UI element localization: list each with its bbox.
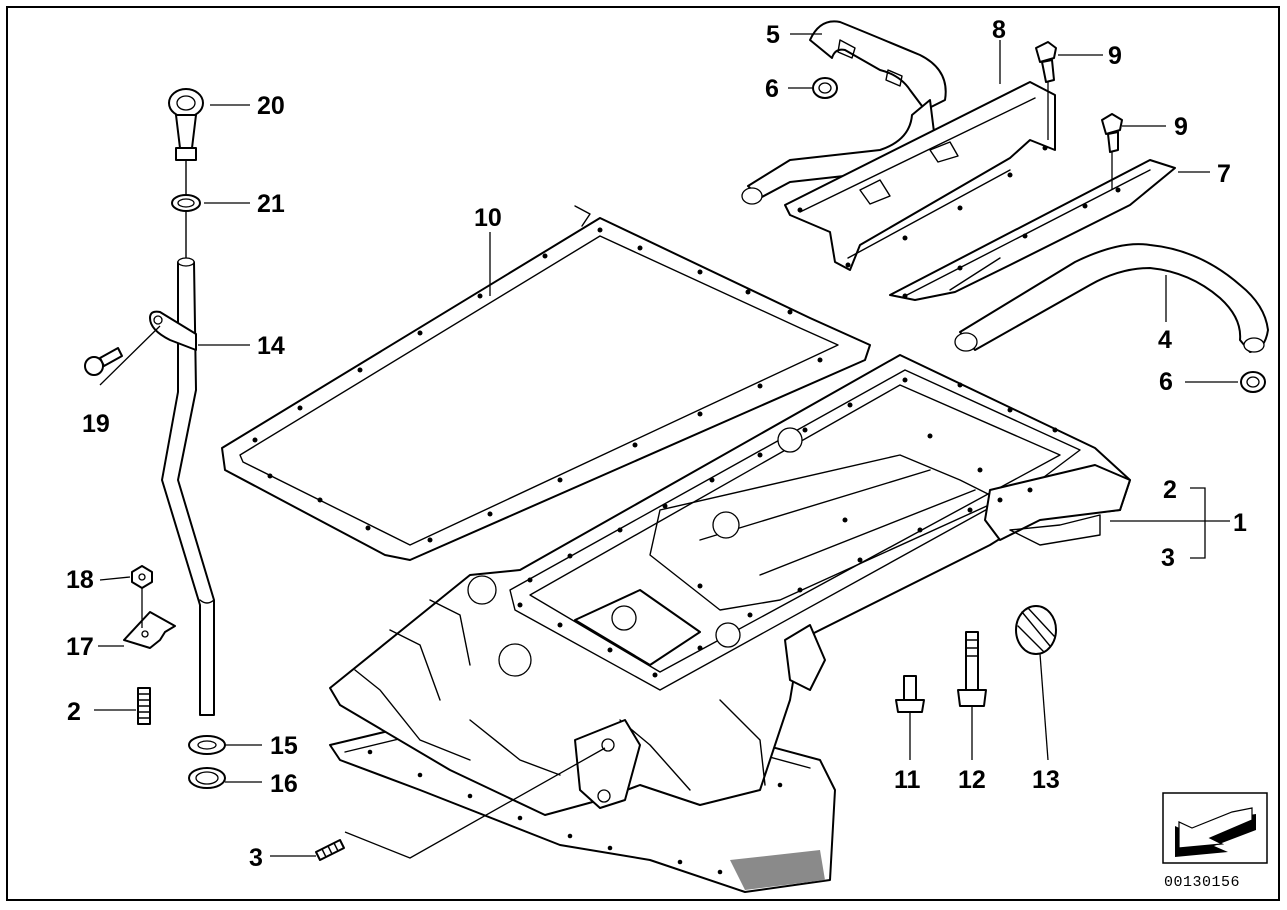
heat-shield-lower [889, 159, 1176, 301]
oil-pan-gasket [221, 205, 871, 561]
drain-plug-13 [1015, 605, 1057, 655]
callout-10: 10 [474, 204, 502, 232]
oil-pan-housing [329, 354, 1131, 816]
dipstick [168, 88, 204, 261]
arrow-badge-icon [1162, 792, 1268, 864]
callout-7: 7 [1217, 160, 1231, 188]
callout-14: 14 [257, 332, 285, 360]
bolt-19 [84, 347, 123, 376]
bolt-9-lower [1101, 113, 1123, 153]
bolt-9-upper [1035, 41, 1057, 83]
callout-3-right: 3 [1161, 544, 1175, 572]
breather-pipe-upper [741, 20, 947, 205]
bolt-12 [957, 631, 987, 707]
callout-18: 18 [66, 566, 94, 594]
callout-5: 5 [766, 21, 780, 49]
callout-labels: 1 2 2 3 3 4 5 6 6 7 8 9 9 10 11 12 13 14… [66, 16, 1247, 872]
callout-21: 21 [257, 190, 285, 218]
callout-6-upper: 6 [765, 75, 779, 103]
callout-2-left: 2 [67, 698, 81, 726]
callout-20: 20 [257, 92, 285, 120]
callout-8: 8 [992, 16, 1006, 44]
heat-shield-upper [784, 81, 1056, 271]
callout-17: 17 [66, 633, 94, 661]
callout-11: 11 [894, 766, 921, 794]
callout-6-lower: 6 [1159, 368, 1173, 396]
callout-13: 13 [1032, 766, 1060, 794]
callout-19: 19 [82, 410, 110, 438]
diagram-frame-icon [6, 6, 1280, 901]
dipstick-guide-tube [149, 257, 215, 716]
callout-1: 1 [1233, 509, 1247, 537]
bracket-17 [123, 611, 176, 649]
callout-15: 15 [270, 732, 298, 760]
callout-4: 4 [1158, 326, 1172, 354]
callout-3-bottom: 3 [249, 844, 263, 872]
leader-lines [94, 33, 1238, 859]
callout-12: 12 [958, 766, 986, 794]
callout-9-upper: 9 [1108, 42, 1122, 70]
diagram-reference-number: 00130156 [1164, 874, 1240, 891]
bolt-11 [895, 675, 925, 713]
callout-9-lower: 9 [1174, 113, 1188, 141]
breather-pipe-lower [954, 243, 1269, 353]
callout-2-right: 2 [1163, 476, 1177, 504]
callout-16: 16 [270, 770, 298, 798]
